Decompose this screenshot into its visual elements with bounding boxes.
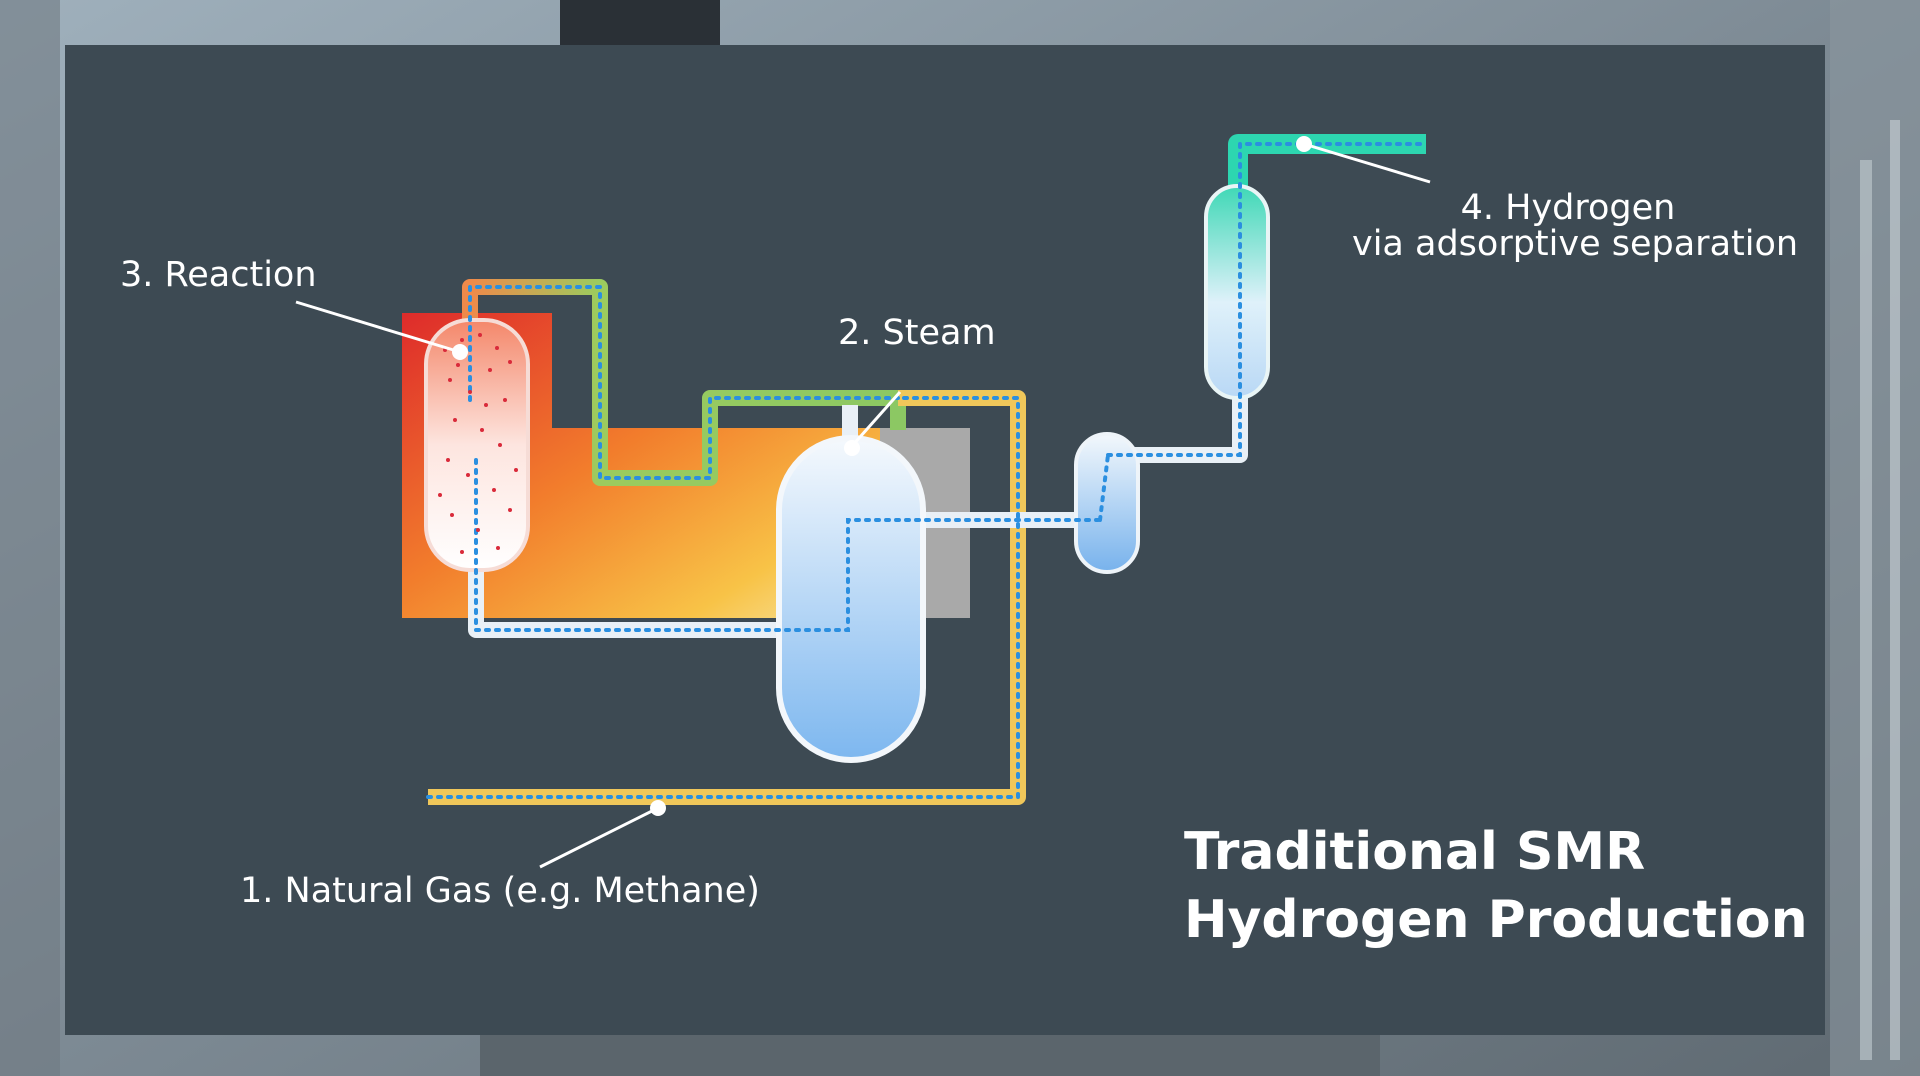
label-hydrogen-line2: via adsorptive separation <box>1352 226 1784 262</box>
title-line1: Traditional SMR <box>1184 818 1808 886</box>
label-natural-gas: 1. Natural Gas (e.g. Methane) <box>240 872 760 910</box>
diagram-title: Traditional SMR Hydrogen Production <box>1184 818 1808 954</box>
label-hydrogen: 4. Hydrogen via adsorptive separation <box>1352 190 1784 262</box>
label-reaction: 3. Reaction <box>120 256 317 294</box>
label-hydrogen-line1: 4. Hydrogen <box>1352 190 1784 226</box>
label-steam: 2. Steam <box>838 314 996 352</box>
title-line2: Hydrogen Production <box>1184 886 1808 954</box>
adsorptive-separator <box>1206 186 1268 398</box>
steam-drum <box>779 438 923 760</box>
